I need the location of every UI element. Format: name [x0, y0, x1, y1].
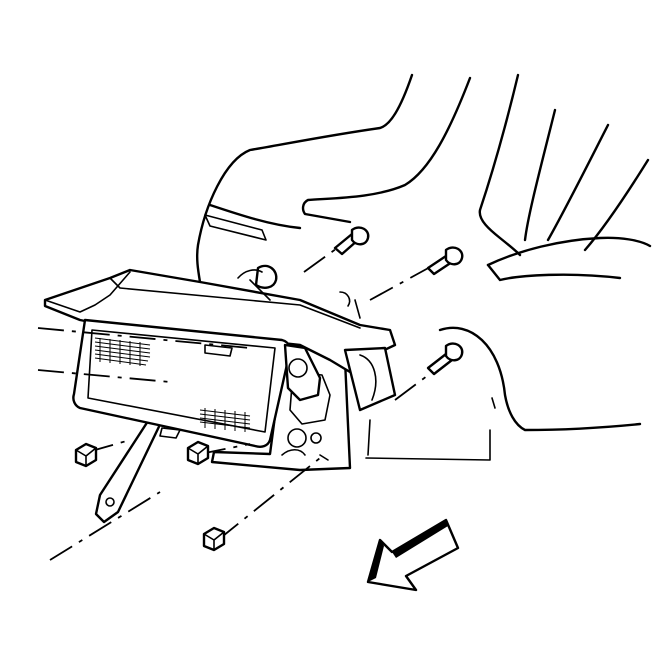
alignment-lines: [37, 245, 436, 561]
bolt-3: [426, 342, 464, 376]
fender-body-panel: [195, 73, 652, 461]
bolt-1: [333, 226, 370, 256]
headlamp-lens: [72, 318, 292, 448]
lens-hatch-upper: [94, 337, 151, 366]
side-adjuster-bracket: [159, 343, 322, 439]
front-direction-arrow: [366, 518, 460, 592]
lower-support-strap: [94, 410, 168, 524]
lens-hatch-lower: [199, 408, 251, 432]
nut-3: [202, 526, 226, 552]
nut-1: [74, 442, 98, 468]
bolt-2: [426, 246, 464, 276]
nut-2: [186, 440, 210, 466]
